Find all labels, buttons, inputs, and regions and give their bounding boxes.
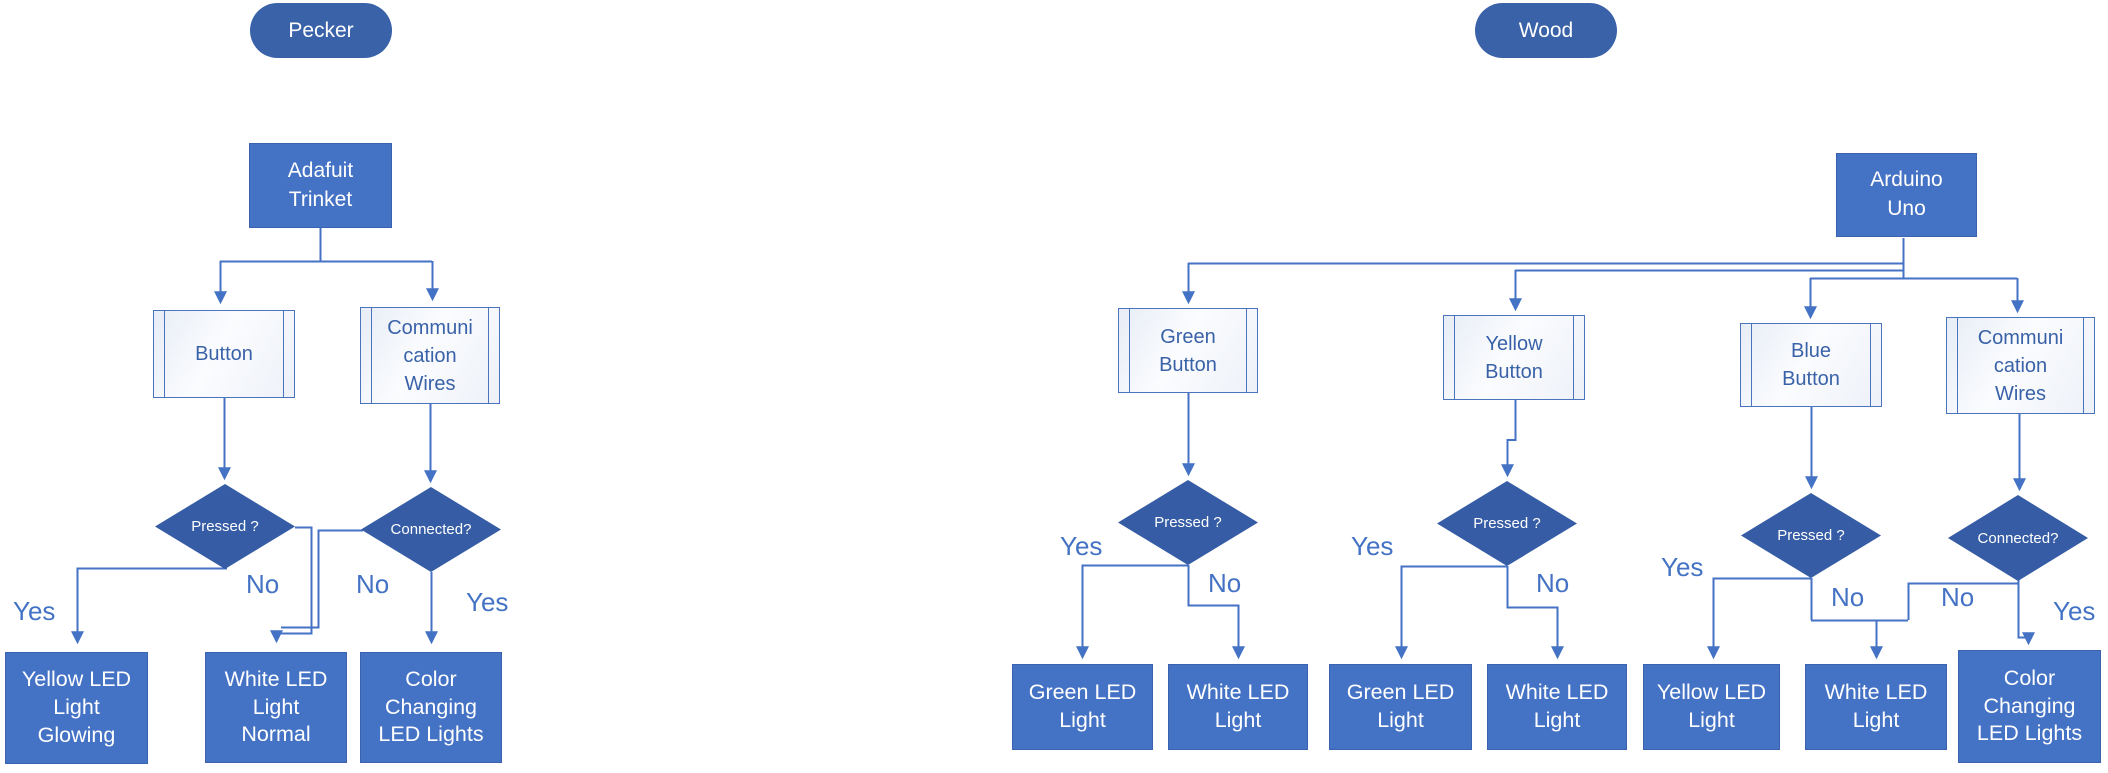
node-label: Communication Wires xyxy=(1977,326,2064,405)
predefined-process-bar xyxy=(283,311,284,397)
node-white-led-1[interactable]: White LED Light xyxy=(1168,664,1308,750)
node-label: Yellow Button xyxy=(1485,332,1543,383)
predefined-process-bar xyxy=(1751,324,1752,406)
node-yellow-led-right[interactable]: Yellow LED Light xyxy=(1643,664,1780,750)
edge-label-yes: Yes xyxy=(1060,531,1103,561)
node-label: Communication Wires xyxy=(387,316,473,395)
edge-label-no: No xyxy=(1536,568,1570,598)
node-white-led-normal[interactable]: White LED Light Normal xyxy=(205,652,347,763)
predefined-process-bar xyxy=(1957,318,1958,413)
node-label: Green Button xyxy=(1159,325,1217,376)
node-green-led-1[interactable]: Green LED Light xyxy=(1012,664,1153,750)
node-blue-button[interactable]: Blue Button xyxy=(1740,323,1882,407)
edge-label-yes: Yes xyxy=(1661,552,1704,582)
predefined-process-bar xyxy=(2083,318,2084,413)
node-color-changing-left[interactable]: Color Changing LED Lights xyxy=(360,652,502,763)
edge-label-no: No xyxy=(356,569,390,599)
node-button[interactable]: Button xyxy=(153,310,295,398)
predefined-process-bar xyxy=(1454,316,1455,399)
edge-label-no: No xyxy=(1941,582,1975,612)
node-yellow-led-glowing[interactable]: Yellow LED Light Glowing xyxy=(5,652,148,764)
flow-title-wood[interactable]: Wood xyxy=(1475,3,1617,58)
edge-label-no: No xyxy=(1831,582,1865,612)
node-label: Blue Button xyxy=(1782,340,1840,390)
edge-label-yes: Yes xyxy=(1351,531,1394,561)
predefined-process-bar xyxy=(371,308,372,403)
node-white-led-3[interactable]: White LED Light xyxy=(1805,664,1947,750)
node-label: Button xyxy=(195,343,253,365)
predefined-process-bar xyxy=(164,311,165,397)
node-communication-wires-right[interactable]: Communication Wires xyxy=(1946,317,2095,414)
edge-label-yes: Yes xyxy=(466,587,509,617)
node-arduino-uno[interactable]: Arduino Uno xyxy=(1836,153,1977,237)
edge-label-no: No xyxy=(246,569,280,599)
predefined-process-bar xyxy=(488,308,489,403)
predefined-process-bar xyxy=(1573,316,1574,399)
node-adafuit-trinket[interactable]: Adafuit Trinket xyxy=(249,143,392,228)
predefined-process-bar xyxy=(1129,309,1130,392)
edge-label-yes: Yes xyxy=(13,596,56,626)
flow-title-pecker[interactable]: Pecker xyxy=(250,3,392,58)
node-green-led-2[interactable]: Green LED Light xyxy=(1329,664,1472,750)
edge-label-yes: Yes xyxy=(2053,596,2096,626)
node-color-changing-right[interactable]: Color Changing LED Lights xyxy=(1958,650,2101,763)
node-green-button[interactable]: Green Button xyxy=(1118,308,1258,393)
node-white-led-2[interactable]: White LED Light xyxy=(1487,664,1627,750)
node-communication-wires-left[interactable]: Communication Wires xyxy=(360,307,500,404)
predefined-process-bar xyxy=(1870,324,1871,406)
node-yellow-button[interactable]: Yellow Button xyxy=(1443,315,1585,400)
predefined-process-bar xyxy=(1246,309,1247,392)
edge-label-no: No xyxy=(1208,568,1242,598)
